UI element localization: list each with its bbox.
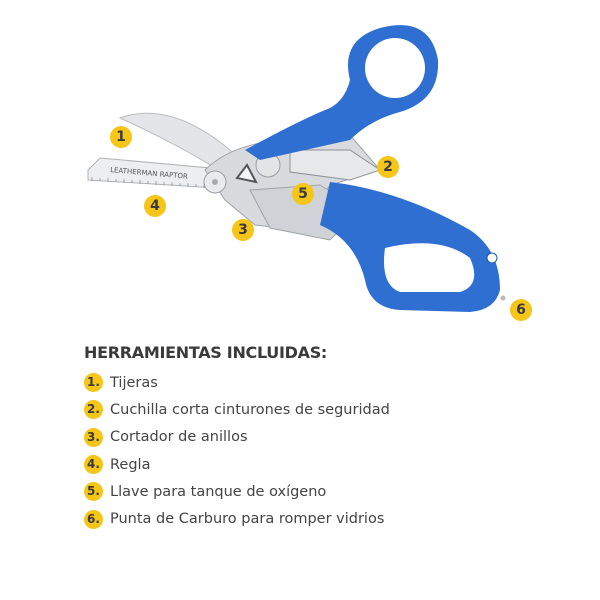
tool-label: Tijeras <box>110 374 158 391</box>
tool-label: Cuchilla corta cinturones de seguridad <box>110 401 390 418</box>
callout-6: 6 <box>510 299 532 321</box>
tool-item: 2. Cuchilla corta cinturones de segurida… <box>84 396 390 423</box>
callout-4: 4 <box>144 195 166 217</box>
callout-5: 5 <box>292 183 314 205</box>
tool-item: 4. Regla <box>84 451 390 478</box>
tool-item: 5. Llave para tanque de oxígeno <box>84 478 390 505</box>
scissors-image: LEATHERMAN RAPTOR <box>87 25 506 312</box>
tool-label: Llave para tanque de oxígeno <box>110 483 327 500</box>
number-badge: 6. <box>84 509 103 529</box>
tool-item: 3. Cortador de anillos <box>84 424 390 451</box>
number-badge: 3. <box>84 427 103 447</box>
number-badge: 4. <box>84 455 103 475</box>
tool-item: 1. Tijeras <box>84 369 390 396</box>
callout-1: 1 <box>110 126 132 148</box>
callout-3: 3 <box>232 219 254 241</box>
tool-label: Punta de Carburo para romper vidrios <box>110 511 385 528</box>
tool-label: Cortador de anillos <box>110 429 248 446</box>
tool-item: 6. Punta de Carburo para romper vidrios <box>84 505 390 532</box>
callout-2: 2 <box>377 156 399 178</box>
number-badge: 1. <box>84 373 103 393</box>
number-badge: 5. <box>84 482 103 502</box>
number-badge: 2. <box>84 400 103 420</box>
product-illustration: LEATHERMAN RAPTOR 1 2 3 4 5 6 <box>87 25 532 321</box>
tools-list: 1. Tijeras 2. Cuchilla corta cinturones … <box>84 369 390 533</box>
tools-section-title: HERRAMIENTAS INCLUIDAS: <box>84 343 328 362</box>
tool-label: Regla <box>110 456 151 473</box>
